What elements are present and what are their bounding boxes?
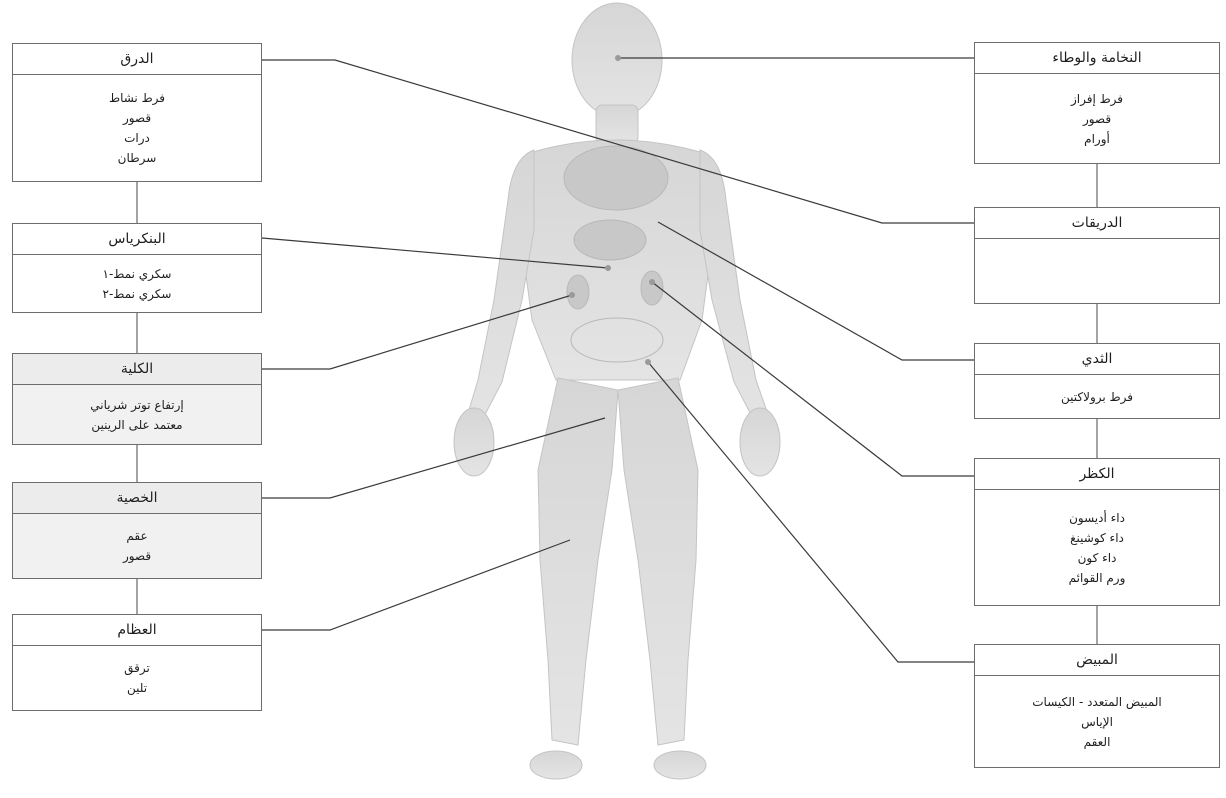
left-hand-shape <box>454 408 494 476</box>
organ-items-thyroid: فرط نشاط قصور درات سرطان <box>13 75 261 181</box>
organ-title-pituitary: النخامة والوطاء <box>975 43 1219 74</box>
condition-item: سكري نمط-١ <box>103 264 172 284</box>
organ-box-testis: الخصية عقم قصور <box>12 482 262 579</box>
organ-title-bones: العظام <box>13 615 261 646</box>
leader-line-bones <box>262 540 570 630</box>
condition-item: الإياس <box>1081 712 1113 732</box>
condition-item: داء كوشينغ <box>1070 528 1124 548</box>
organ-box-adrenal: الكظر داء أديسون داء كوشينغ داء كون ورم … <box>974 458 1220 606</box>
organ-box-pituitary: النخامة والوطاء فرط إفراز قصور أورام <box>974 42 1220 164</box>
condition-item: أورام <box>1084 129 1110 149</box>
organ-box-parathyroid: الدريقات <box>974 207 1220 304</box>
condition-item: فرط إفراز <box>1071 89 1123 109</box>
condition-item: إرتفاع توتر شرياني <box>90 395 184 415</box>
organ-title-pancreas: البنكرياس <box>13 224 261 255</box>
organ-title-thyroid: الدرق <box>13 44 261 75</box>
condition-item: داء أديسون <box>1069 508 1125 528</box>
condition-item: داء كون <box>1078 548 1117 568</box>
condition-item: المبيض المتعدد - الكيسات <box>1032 692 1162 712</box>
organ-box-pancreas: البنكرياس سكري نمط-١ سكري نمط-٢ <box>12 223 262 313</box>
condition-item: ترقق <box>124 658 150 678</box>
organ-title-ovary: المبيض <box>975 645 1219 676</box>
organ-title-kidney: الكلية <box>13 354 261 385</box>
organ-title-adrenal: الكظر <box>975 459 1219 490</box>
organ-box-ovary: المبيض المبيض المتعدد - الكيسات الإياس ا… <box>974 644 1220 768</box>
condition-item: ورم القوائم <box>1069 568 1126 588</box>
condition-item: درات <box>124 128 150 148</box>
organ-items-breast: فرط برولاكتين <box>975 375 1219 418</box>
condition-item: عقم <box>126 526 147 546</box>
lungs-shape <box>564 146 668 210</box>
organ-items-ovary: المبيض المتعدد - الكيسات الإياس العقم <box>975 676 1219 767</box>
condition-item: قصور <box>1083 109 1111 129</box>
organ-items-kidney: إرتفاع توتر شرياني معتمد على الرينين <box>13 385 261 444</box>
condition-item: سرطان <box>118 148 157 168</box>
right-hand-shape <box>740 408 780 476</box>
organ-title-testis: الخصية <box>13 483 261 514</box>
leader-line-kidney <box>262 295 572 369</box>
condition-item: معتمد على الرينين <box>91 415 182 435</box>
organ-items-testis: عقم قصور <box>13 514 261 578</box>
neck-shape <box>596 105 638 143</box>
right-arm-shape <box>700 150 770 428</box>
condition-item: قصور <box>123 546 151 566</box>
left-leg-shape <box>538 378 618 745</box>
right-foot-shape <box>654 751 706 779</box>
liver-shape <box>574 220 646 260</box>
organ-items-adrenal: داء أديسون داء كوشينغ داء كون ورم القوائ… <box>975 490 1219 605</box>
left-arm-shape <box>466 150 534 428</box>
organ-title-parathyroid: الدريقات <box>975 208 1219 239</box>
organ-box-breast: الثدي فرط برولاكتين <box>974 343 1220 419</box>
condition-item: فرط برولاكتين <box>1061 387 1133 407</box>
left-kidney-shape <box>567 275 589 309</box>
condition-item: قصور <box>123 108 151 128</box>
organ-box-kidney: الكلية إرتفاع توتر شرياني معتمد على الري… <box>12 353 262 445</box>
organ-items-bones: ترقق تلين <box>13 646 261 710</box>
organ-items-pancreas: سكري نمط-١ سكري نمط-٢ <box>13 255 261 312</box>
condition-item: تلين <box>127 678 147 698</box>
condition-item: فرط نشاط <box>109 88 165 108</box>
organ-box-thyroid: الدرق فرط نشاط قصور درات سرطان <box>12 43 262 182</box>
right-leg-shape <box>618 378 698 745</box>
organ-box-bones: العظام ترقق تلين <box>12 614 262 711</box>
organ-title-breast: الثدي <box>975 344 1219 375</box>
condition-item: العقم <box>1084 732 1111 752</box>
human-body-figure <box>454 3 780 779</box>
condition-item: سكري نمط-٢ <box>103 284 172 304</box>
organ-items-pituitary: فرط إفراز قصور أورام <box>975 74 1219 163</box>
organ-items-parathyroid <box>975 239 1219 303</box>
left-foot-shape <box>530 751 582 779</box>
